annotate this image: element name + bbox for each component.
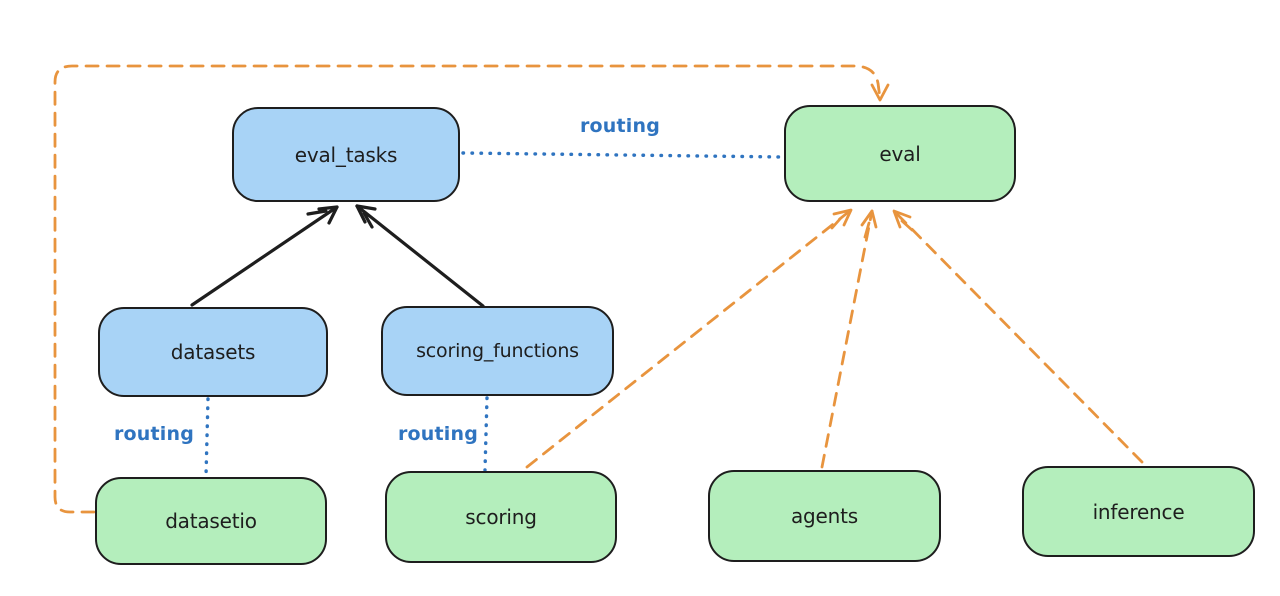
node-eval: eval: [784, 105, 1016, 202]
edge-scoring-eval-arrowhead-sketch: [830, 217, 842, 230]
edge-inference-eval-arrowhead: [892, 209, 912, 229]
node-scoring-functions: scoring_functions: [381, 306, 614, 396]
routing-label-scoring-functions-scoring: routing: [397, 423, 479, 445]
node-inference: inference: [1022, 466, 1255, 557]
edge-datasets-eval-tasks-arrowhead-sketch: [306, 209, 328, 216]
edge-scoring-functions-eval-tasks: [355, 204, 485, 308]
edge-scoring-functions-eval-tasks-arrowhead-sketch: [362, 211, 374, 229]
edge-scoring-functions-scoring-routing: [483, 396, 489, 472]
edge-datasetio-eval-arrowhead: [870, 83, 890, 102]
edge-agents-eval: [820, 209, 874, 469]
edge-agents-eval-arrowhead-sketch: [863, 221, 871, 239]
edge-datasets-eval-tasks: [190, 205, 339, 307]
node-scoring: scoring: [385, 471, 617, 563]
edge-scoring-eval-arrowhead: [832, 208, 853, 227]
node-datasets: datasets: [98, 307, 328, 397]
edge-inference-eval-arrowhead-sketch: [900, 219, 914, 232]
node-agents: agents: [708, 470, 941, 562]
edge-datasets-eval-tasks-arrowhead: [317, 205, 339, 225]
edge-inference-eval: [892, 209, 1144, 464]
edge-datasets-datasetio-routing: [204, 397, 210, 478]
routing-label-datasets-datasetio: routing: [113, 423, 195, 445]
routing-label-eval-tasks-eval: routing: [579, 115, 661, 137]
edge-datasetio-eval: [53, 64, 882, 514]
node-datasetio: datasetio: [95, 477, 327, 565]
edge-scoring-eval: [525, 208, 853, 469]
edge-agents-eval-arrowhead: [860, 209, 878, 229]
edge-scoring-functions-eval-tasks-arrowhead: [355, 204, 377, 224]
node-eval-tasks: eval_tasks: [232, 107, 460, 202]
edge-eval-tasks-eval-routing: [461, 151, 785, 159]
